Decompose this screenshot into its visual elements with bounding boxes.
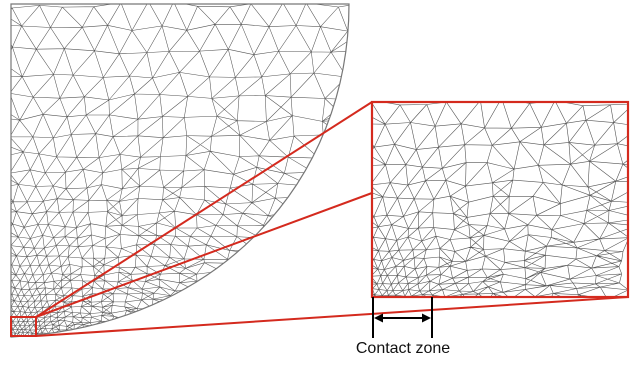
source-zoom-box: [10, 316, 37, 337]
quarter-mesh-edges: [11, 4, 349, 337]
connector-line-top: [35, 101, 373, 318]
zoom-mesh-edges: [372, 102, 628, 297]
connector-line-middle: [35, 192, 373, 318]
contact-zone-label: Contact zone: [355, 340, 451, 357]
contact-zone-marker: [372, 297, 433, 338]
zoom-inset-frame: [370, 100, 630, 299]
contact-arrowhead-right: [422, 313, 431, 323]
connector-line-bottom: [35, 296, 629, 337]
contact-arrowhead-left: [374, 313, 383, 323]
zoomed-mesh: [372, 102, 628, 297]
zoom-connector-lines: [35, 101, 629, 337]
quarter-mesh: [10, 3, 350, 338]
quarter-boundary: [10, 3, 350, 338]
